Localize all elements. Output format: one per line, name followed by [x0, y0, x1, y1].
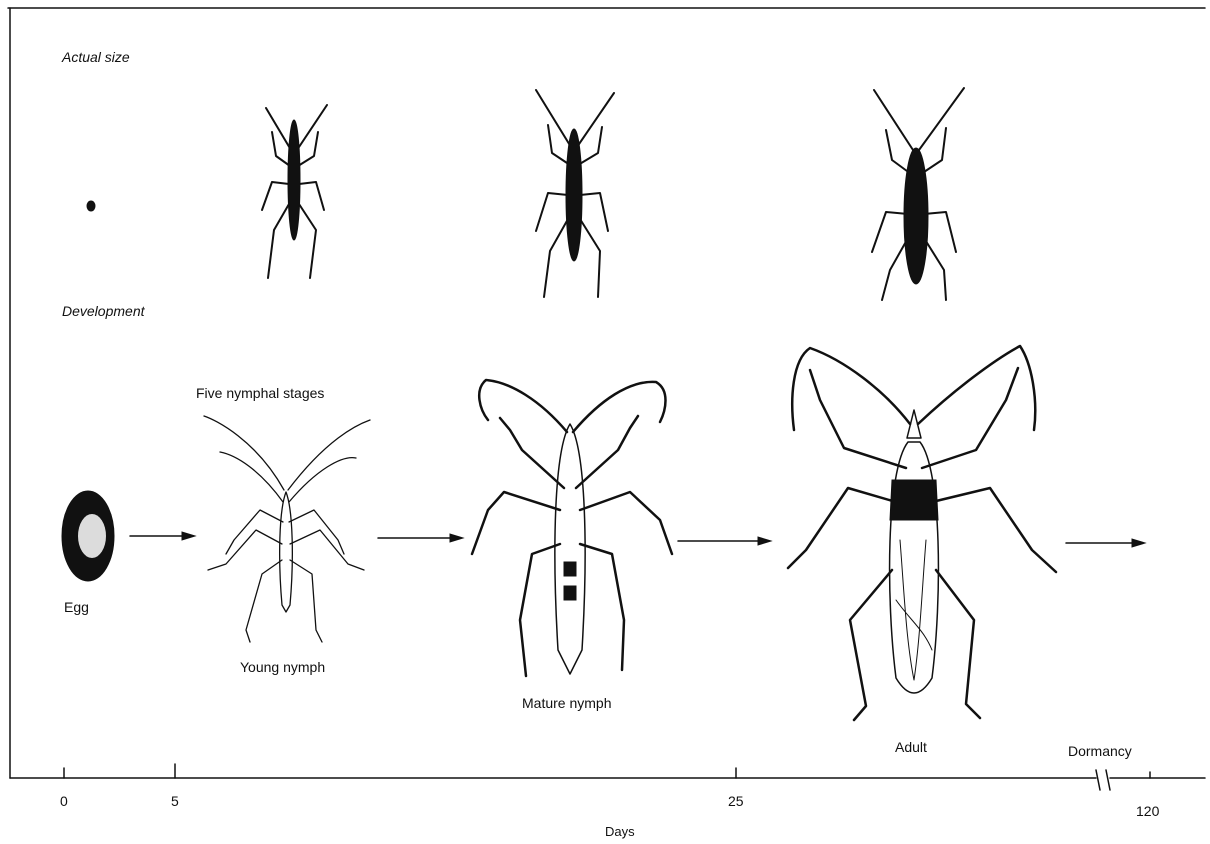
days-axis [10, 770, 1205, 790]
arrow-adult-to-dormancy [1066, 539, 1145, 547]
actual-size-adult [872, 88, 964, 300]
adult-label: Adult [895, 739, 927, 755]
young-nymph-label: Young nymph [240, 659, 325, 675]
five-nymphal-stages-label: Five nymphal stages [196, 385, 324, 401]
development-label: Development [62, 303, 146, 319]
arrow-mature-to-adult [678, 537, 771, 545]
actual-size-label: Actual size [61, 49, 130, 65]
actual-size-mature-nymph [536, 90, 614, 297]
mature-nymph-illustration [472, 380, 672, 676]
young-nymph-illustration [204, 416, 370, 642]
tick-label-25: 25 [728, 793, 744, 809]
egg-label: Egg [64, 599, 89, 615]
actual-size-young-nymph [262, 105, 327, 278]
arrow-egg-to-nymph [130, 532, 195, 540]
diagram-frame [8, 8, 1205, 778]
tick-label-120: 120 [1136, 803, 1160, 819]
egg-illustration [62, 491, 114, 581]
axis-label-days: Days [605, 824, 635, 839]
dormancy-label: Dormancy [1068, 743, 1132, 759]
adult-illustration [788, 346, 1056, 720]
arrow-nymph-to-mature [378, 534, 463, 542]
mature-nymph-label: Mature nymph [522, 695, 611, 711]
tick-label-0: 0 [60, 793, 68, 809]
actual-size-egg [87, 201, 95, 211]
tick-label-5: 5 [171, 793, 179, 809]
